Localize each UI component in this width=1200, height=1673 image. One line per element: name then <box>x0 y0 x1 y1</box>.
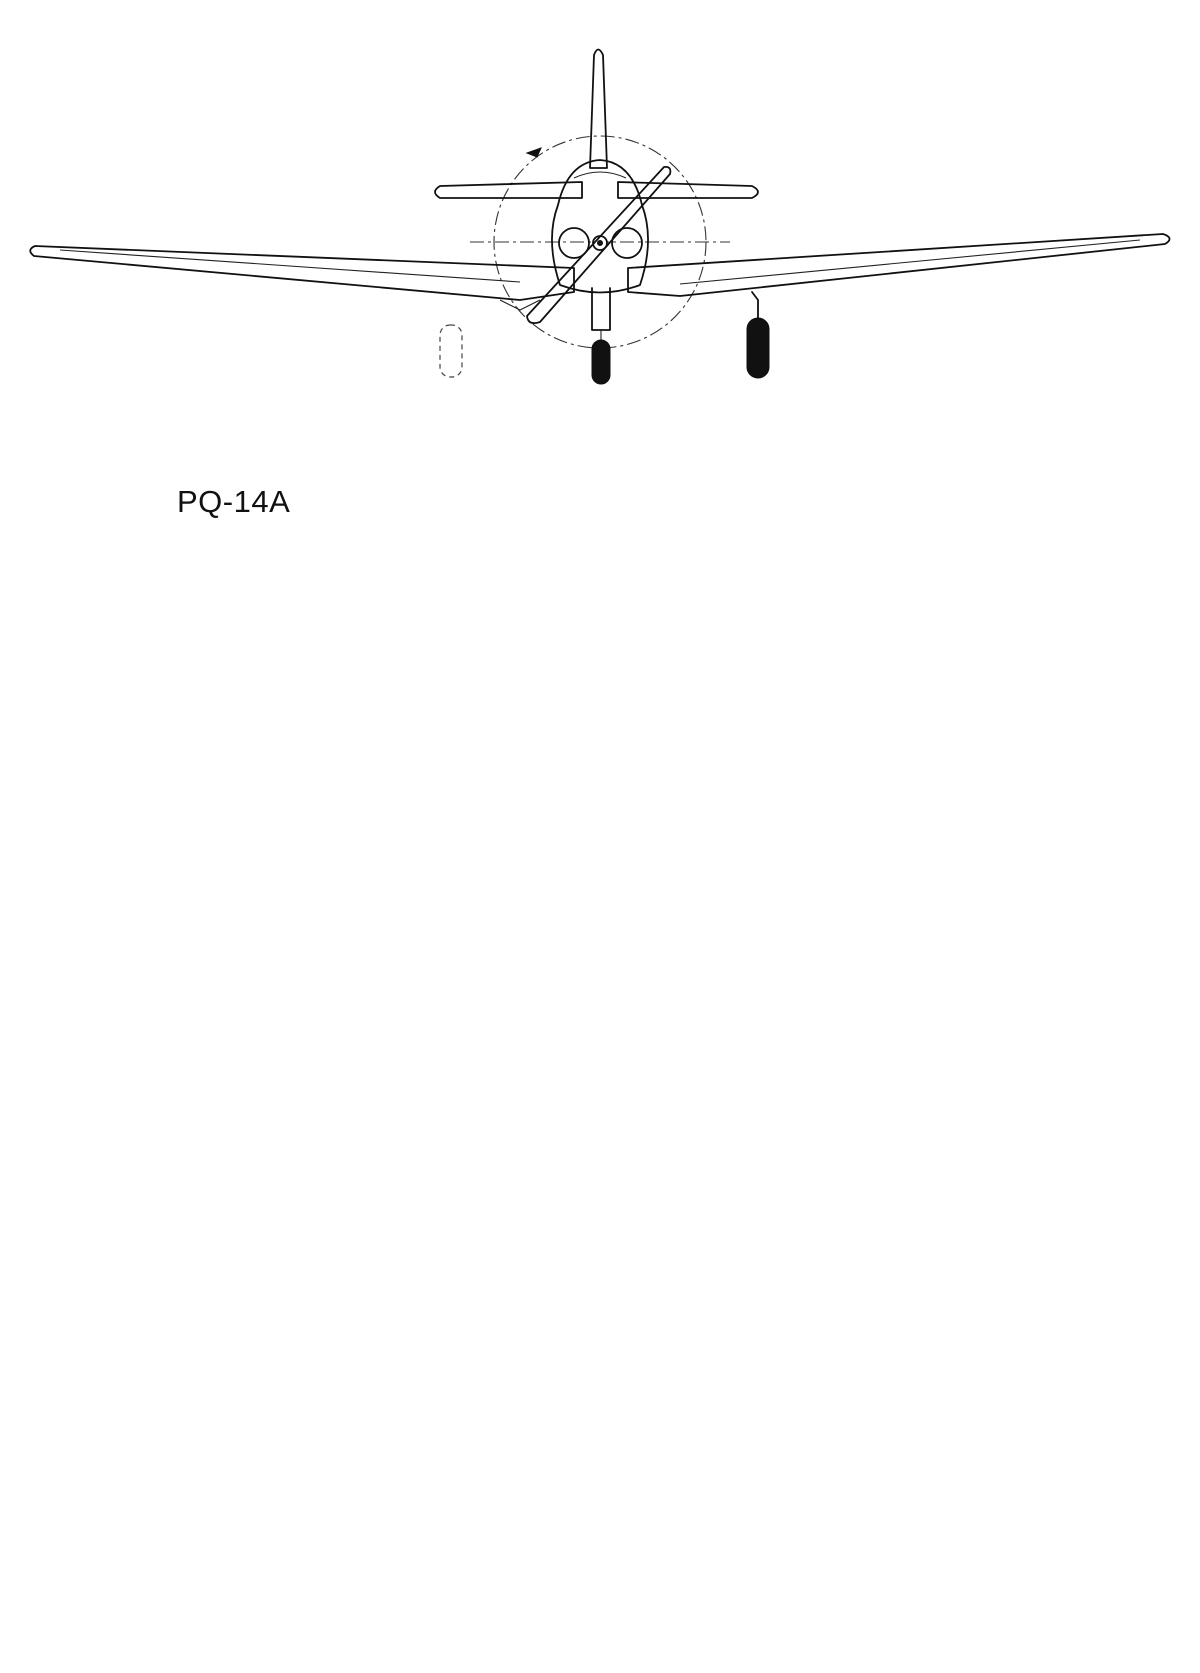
front-main-wheel <box>746 317 770 379</box>
front-fuselage <box>551 159 649 294</box>
front-fin <box>589 48 608 169</box>
front-view <box>29 48 1171 385</box>
front-tailplane <box>434 181 759 199</box>
front-left-wing <box>29 245 575 301</box>
front-nose-wheel <box>591 339 611 385</box>
aircraft-designation-label: PQ-14A <box>177 484 291 519</box>
front-right-wing <box>627 233 1171 297</box>
front-propeller <box>526 165 672 325</box>
